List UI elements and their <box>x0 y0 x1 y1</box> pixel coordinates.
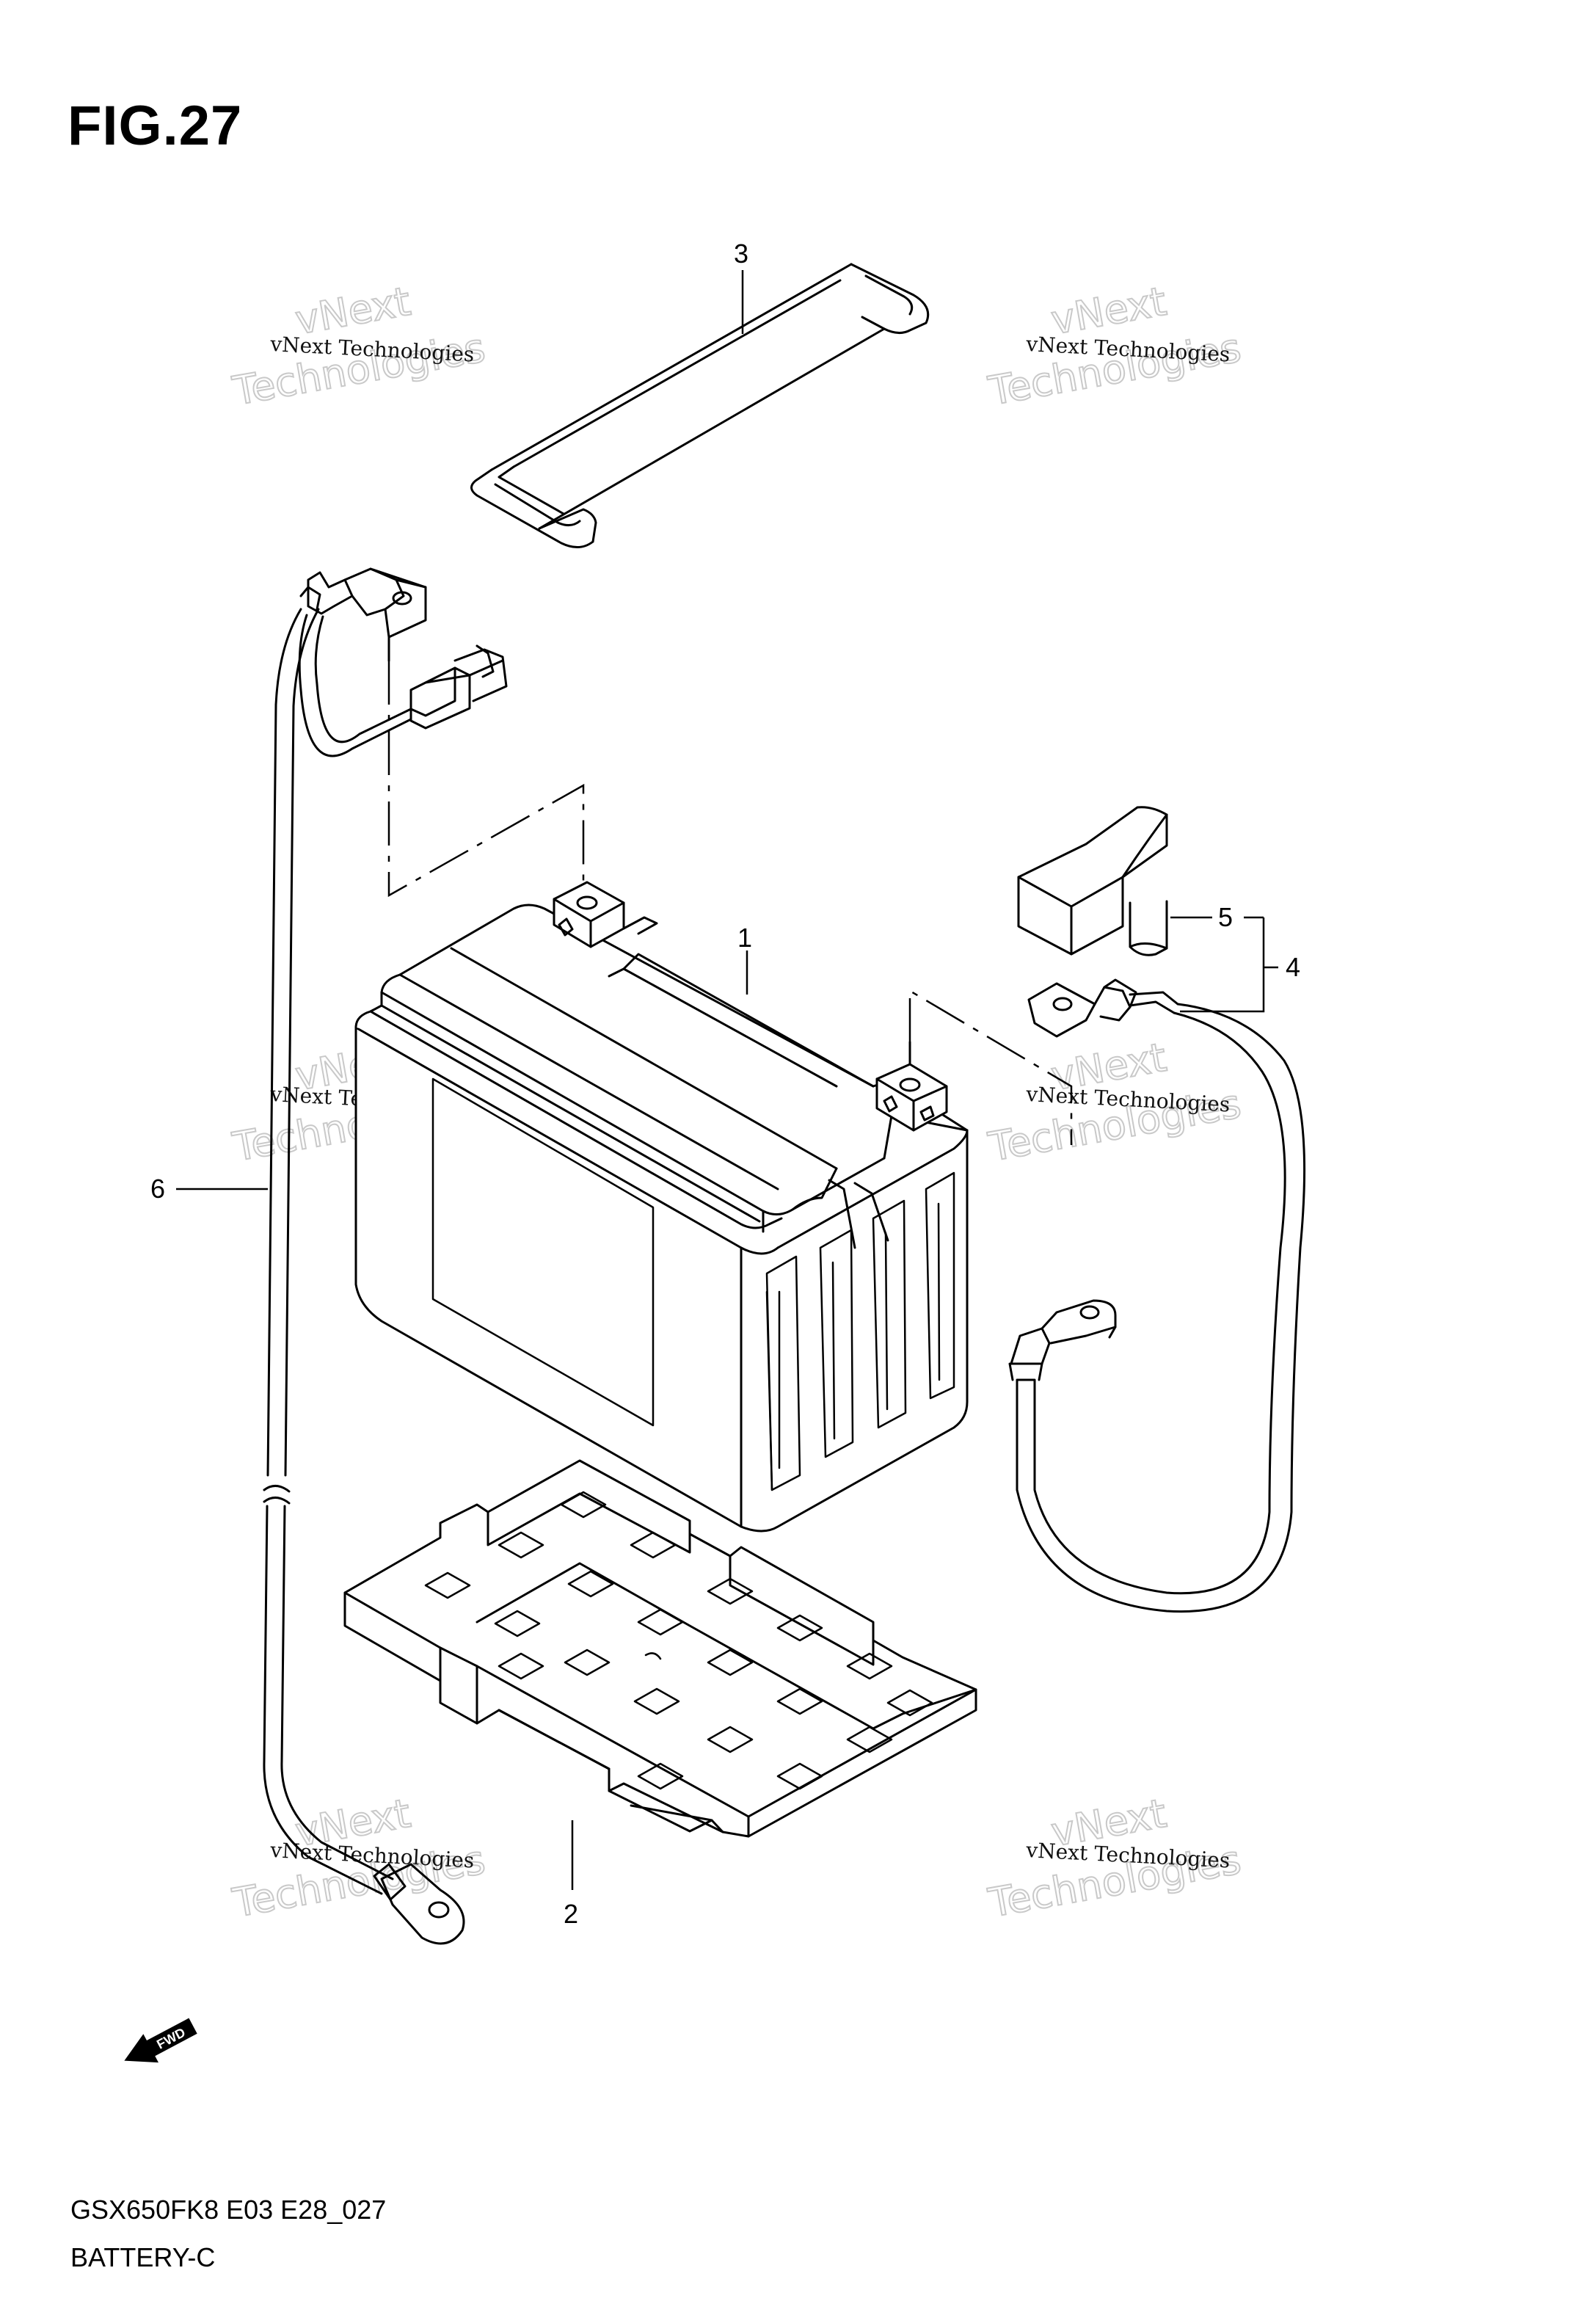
battery-strap <box>470 263 930 548</box>
battery-tray <box>343 1459 977 1838</box>
model-code: GSX650FK8 E03 E28_027 <box>70 2195 387 2225</box>
part-4-bracket <box>1180 917 1278 1013</box>
negative-terminal-leader <box>908 989 1073 1145</box>
positive-cable <box>263 567 508 1945</box>
positive-terminal-leader <box>387 661 585 903</box>
terminal-cover <box>1017 806 1168 956</box>
part-3-label: 3 <box>734 239 748 269</box>
battery <box>354 881 969 1533</box>
part-4-label: 4 <box>1286 952 1300 982</box>
part-2-label: 2 <box>564 1899 578 1929</box>
negative-cable <box>1008 978 1306 1613</box>
part-1-label: 1 <box>737 923 752 953</box>
part-5-label: 5 <box>1218 902 1233 932</box>
part-6-label: 6 <box>150 1174 165 1204</box>
fwd-arrow-icon: FWD <box>124 2018 197 2063</box>
figure-title: FIG.27 <box>68 95 243 157</box>
section-name: BATTERY-C <box>70 2242 216 2272</box>
